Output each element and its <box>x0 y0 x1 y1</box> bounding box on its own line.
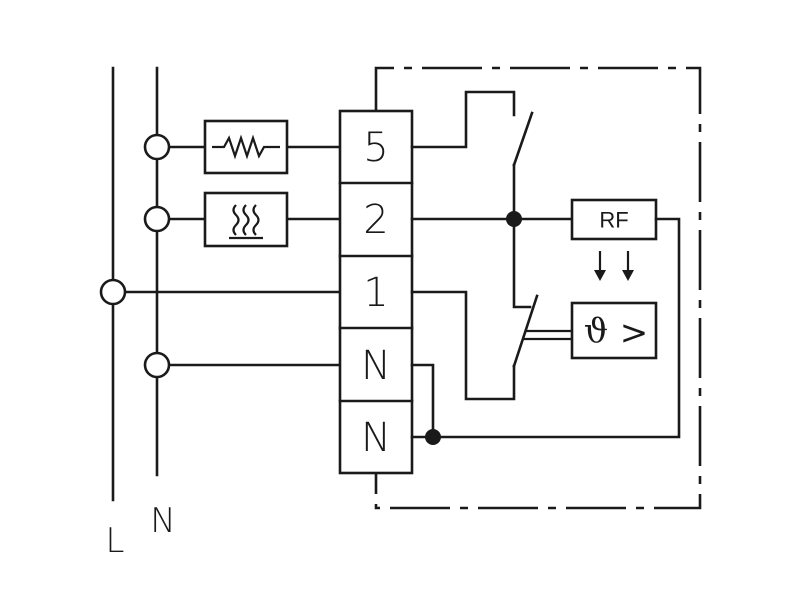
terminal-5-label: 5 <box>363 125 388 171</box>
terminal-block: 5 2 1 N N <box>338 109 414 475</box>
resistor-load <box>203 119 289 175</box>
upper-switch-contact <box>512 111 534 167</box>
heating-icon <box>229 204 263 240</box>
wire-tn1-bridge <box>410 363 435 439</box>
greater-than-symbol: > <box>620 313 649 353</box>
temperature-sensor: ϑ > <box>570 301 658 360</box>
lower-switch-contact <box>512 294 539 368</box>
rf-module: RF <box>570 198 658 241</box>
wire-t2-node-down <box>512 217 532 309</box>
heating-load <box>203 191 289 248</box>
n-rail-connector-n <box>143 351 171 379</box>
terminal-n1-label: N <box>361 343 391 389</box>
enclosure-dashed-border <box>374 66 702 510</box>
arrow-down-icon <box>594 251 606 281</box>
wire-t5-to-switch <box>410 90 516 149</box>
theta-symbol: ϑ <box>584 311 608 351</box>
wire-rf-to-neutral <box>431 217 681 439</box>
n-rail-label: N <box>150 501 175 541</box>
n-rail-connector-5 <box>143 133 171 161</box>
resistor-icon <box>212 134 280 160</box>
junction-neutral <box>425 429 441 445</box>
rf-label: RF <box>599 208 628 233</box>
l-rail-label: L <box>106 521 125 561</box>
n-rail-connector-2 <box>143 205 171 233</box>
terminal-2-label: 2 <box>363 197 388 243</box>
l-rail-connector-1 <box>99 278 127 306</box>
arrow-down-icon <box>622 251 634 281</box>
terminal-n2-label: N <box>361 415 391 461</box>
terminal-1-label: 1 <box>363 270 388 316</box>
wire-t1-to-switch <box>410 290 516 401</box>
